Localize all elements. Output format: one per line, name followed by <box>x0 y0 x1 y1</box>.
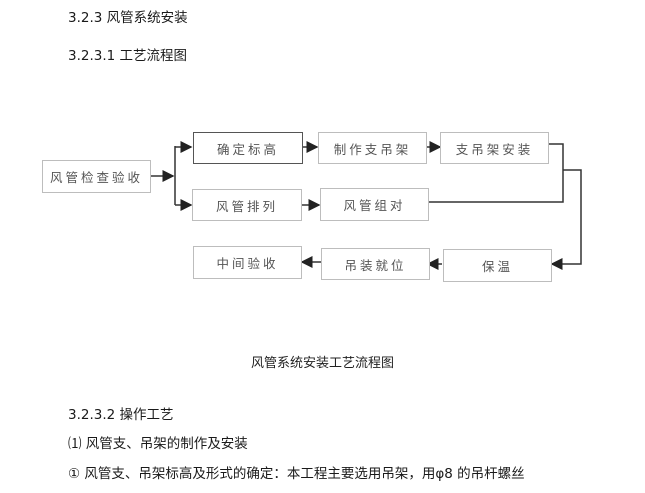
node-assemble: 风管组对 <box>320 188 429 221</box>
flowchart-subheading: 3.2.3.1 工艺流程图 <box>68 48 188 64</box>
node-elevation-label: 确定标高 <box>216 141 279 157</box>
node-install-support-label: 支吊架安装 <box>455 141 534 157</box>
node-install-support: 支吊架安装 <box>440 132 549 164</box>
node-mid-inspection-label: 中间验收 <box>216 256 279 271</box>
node-elevation: 确定标高 <box>193 132 303 164</box>
node-insulation-label: 保温 <box>481 259 513 274</box>
node-make-support: 制作支吊架 <box>318 132 427 164</box>
node-mid-inspection: 中间验收 <box>193 246 302 279</box>
connector-merge-insulation <box>550 169 582 270</box>
node-inspect-label: 风管检查验收 <box>49 170 143 185</box>
section-heading: 3.2.3 风管系统安装 <box>68 10 188 26</box>
node-hoist-label: 吊装就位 <box>344 257 407 273</box>
node-insulation: 保温 <box>443 249 552 282</box>
node-arrange-label: 风管排列 <box>215 198 278 214</box>
connector-install-merge <box>428 143 564 203</box>
node-assemble-label: 风管组对 <box>343 198 406 213</box>
node-hoist: 吊装就位 <box>321 248 430 280</box>
operations-subheading: 3.2.3.2 操作工艺 <box>68 407 174 423</box>
node-arrange: 风管排列 <box>192 189 302 221</box>
list-item: ⑴ 风管支、吊架的制作及安装 <box>68 436 248 452</box>
flowchart-caption: 风管系统安装工艺流程图 <box>250 356 394 371</box>
node-inspect: 风管检查验收 <box>42 160 151 193</box>
list-item: ① 风管支、吊架标高及形式的确定：本工程主要选用吊架，用φ8 的吊杆螺丝 <box>68 466 525 482</box>
node-make-support-label: 制作支吊架 <box>333 141 412 157</box>
